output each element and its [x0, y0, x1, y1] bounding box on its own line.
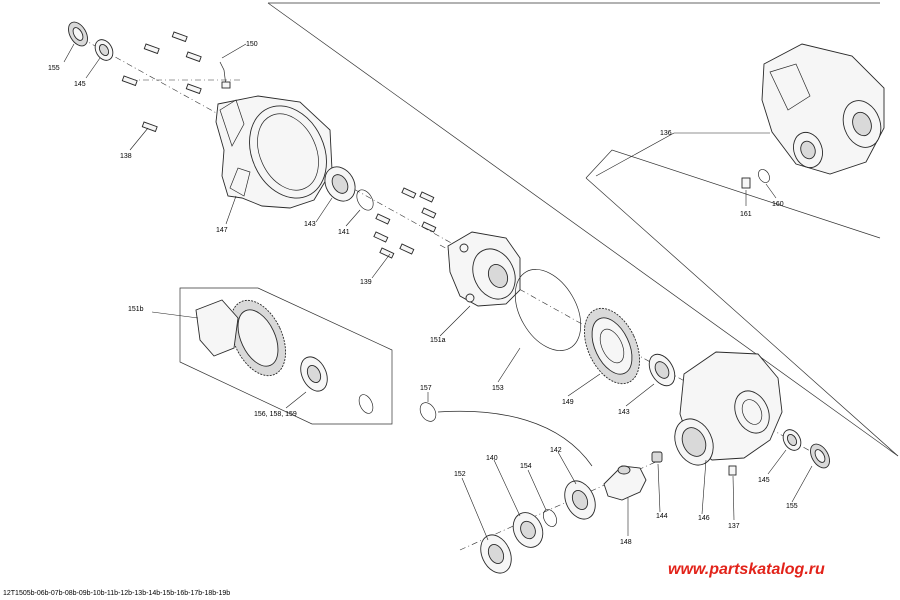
callout-147: 147	[216, 227, 228, 234]
callout-152: 152	[454, 471, 466, 478]
callout-138: 138	[120, 153, 132, 160]
callout-146: 146	[698, 515, 710, 522]
callout-143-upper: 143	[304, 221, 316, 228]
drain-plug-137	[728, 465, 737, 476]
bearing-145-top	[94, 39, 114, 61]
callout-145-bottom: 145	[758, 477, 770, 484]
nut-140	[512, 512, 544, 548]
callout-151a: 151a	[430, 337, 446, 344]
callout-160: 160	[772, 201, 784, 208]
callout-142: 142	[550, 447, 562, 454]
watermark-text: www.partskatalog.ru	[668, 561, 825, 578]
callout-154: 154	[520, 463, 532, 470]
vent-fitting-150	[219, 61, 231, 89]
seal-155-bottom	[810, 443, 830, 469]
callout-161: 161	[740, 211, 752, 218]
housing-147	[215, 95, 333, 209]
callout-155-bottom: 155	[786, 503, 798, 510]
callout-140: 140	[486, 455, 498, 462]
assembly-frame	[267, 2, 899, 457]
bolts-top	[121, 31, 202, 133]
callout-141: 141	[338, 229, 350, 236]
washer-160	[758, 169, 770, 183]
callout-155-top: 155	[48, 65, 60, 72]
callout-136: 136	[660, 130, 672, 137]
assembly-axis-lines	[69, 31, 831, 551]
callout-151b: 151b	[128, 306, 144, 313]
callout-143-lower: 143	[618, 409, 630, 416]
callout-139: 139	[360, 279, 372, 286]
diagram-reference-code: 12T1505b-06b-07b-08b-09b-10b-11b-12b-13b…	[3, 590, 230, 597]
differential-151a	[447, 231, 521, 307]
callout-labels: 155 145 150 138 147 143 141 139 136 161 …	[48, 41, 798, 546]
oring-141	[356, 189, 374, 211]
callout-144: 144	[656, 513, 668, 520]
inset-box-151b	[179, 287, 393, 425]
bearing-142	[564, 480, 596, 520]
callout-157: 157	[420, 385, 432, 392]
needle-bearing-144	[651, 451, 663, 463]
callout-137: 137	[728, 523, 740, 530]
assembly-136	[761, 43, 885, 175]
pinion-148	[603, 465, 647, 501]
ring-gear-149	[584, 307, 640, 385]
callout-149: 149	[562, 399, 574, 406]
oring-153	[514, 269, 582, 351]
seal-155-top	[68, 21, 88, 47]
housing-146	[674, 351, 783, 466]
oring-157	[419, 402, 593, 467]
bearing-143-lower	[648, 353, 676, 387]
bolt-161	[741, 177, 751, 189]
bolts-139	[373, 187, 437, 259]
bearing-143-upper	[324, 166, 356, 202]
callout-150: 150	[246, 41, 258, 48]
bearing-145-bottom	[782, 429, 802, 451]
seal-152	[480, 534, 512, 574]
callout-145-top: 145	[74, 81, 86, 88]
callout-156-158-159: 156, 158, 159	[254, 411, 297, 418]
leader-lines	[63, 43, 813, 541]
ring-154	[543, 509, 557, 527]
callout-153: 153	[492, 385, 504, 392]
callout-148: 148	[620, 539, 632, 546]
